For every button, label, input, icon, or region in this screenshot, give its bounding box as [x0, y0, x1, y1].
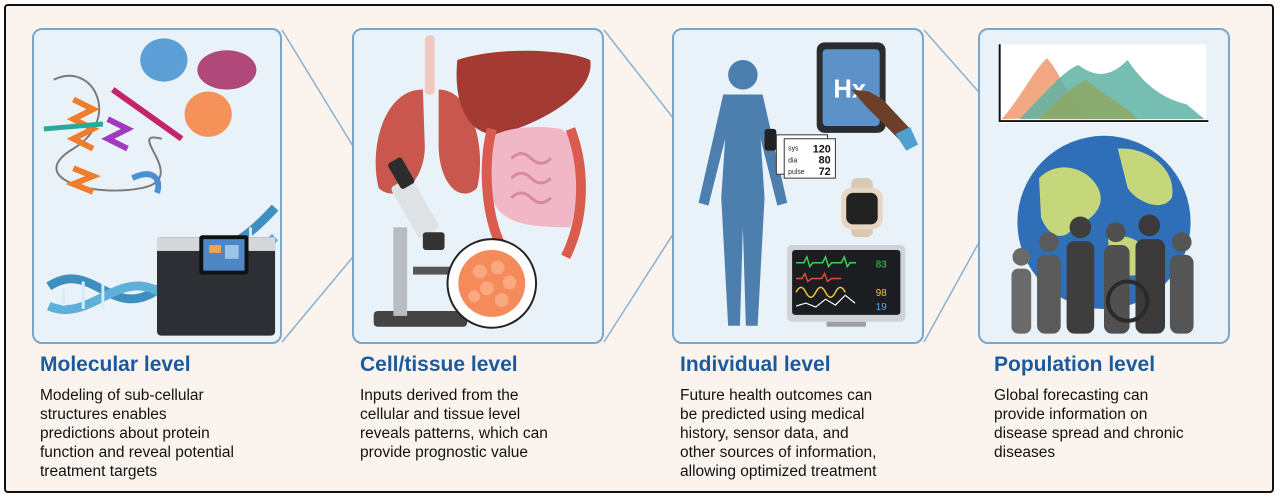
people-group-icon — [1011, 214, 1194, 334]
individual-desc-line: be predicted using medical — [680, 406, 865, 423]
molecular-desc-line: function and reveal potential — [40, 444, 234, 461]
protein-icon — [43, 74, 184, 195]
cell-tissue-desc-line: cellular and tissue level — [360, 406, 521, 423]
cell-tissue-desc-line: reveals patterns, which can — [360, 425, 548, 442]
population-level-heading: Population level — [994, 353, 1156, 376]
individual-desc-line: Future health outcomes can — [680, 387, 873, 404]
bp-cuff-icon: sys 120 dia 80 pulse 72 — [764, 128, 836, 179]
individual-panel: sys 120 dia 80 pulse 72 Hx 83 — [672, 28, 924, 344]
individual-desc-line: other sources of information, — [680, 444, 877, 461]
molecular-level-description: Modeling of sub-cellular structures enab… — [40, 386, 234, 481]
patient-monitor-icon: 83 98 19 — [787, 245, 906, 327]
population-desc-line: diseases — [994, 444, 1056, 461]
microscope-icon — [373, 157, 468, 327]
human-silhouette-icon — [698, 60, 788, 326]
individual-illustration: sys 120 dia 80 pulse 72 Hx 83 — [698, 42, 919, 327]
molecular-panel — [32, 28, 282, 344]
population-panel — [978, 28, 1230, 344]
cell-tissue-level-description: Inputs derived from the cellular and tis… — [360, 386, 548, 462]
liver-icon — [456, 50, 591, 135]
population-illustration — [998, 44, 1209, 334]
cell-tissue-panel — [352, 28, 604, 344]
cell-tissue-desc-line: Inputs derived from the — [360, 387, 519, 404]
forecast-chart-icon — [998, 44, 1209, 124]
individual-desc-line: allowing optimized treatment — [680, 463, 877, 480]
tablet-icon: Hx — [816, 42, 919, 151]
smartwatch-icon — [841, 178, 883, 238]
bp-sys-label: sys — [788, 146, 799, 153]
bp-sys-value: 120 — [813, 144, 831, 156]
population-desc-line: disease spread and chronic — [994, 425, 1184, 442]
molecular-level-heading: Molecular level — [40, 353, 191, 376]
individual-level-heading: Individual level — [680, 353, 831, 376]
intestine-icon — [481, 126, 586, 260]
molecular-desc-line: structures enables — [40, 406, 167, 423]
bp-dia-label: dia — [788, 157, 797, 164]
population-desc-line: provide information on — [994, 406, 1148, 423]
monitor-value-1: 83 — [876, 260, 887, 271]
cell-tissue-desc-line: provide prognostic value — [360, 444, 529, 461]
population-desc-line: Global forecasting can — [994, 387, 1149, 404]
sequencer-machine-icon — [157, 235, 276, 336]
monitor-value-2: 98 — [876, 288, 887, 299]
individual-desc-line: history, sensor data, and — [680, 425, 849, 442]
molecular-desc-line: predictions about protein — [40, 425, 210, 442]
molecular-illustration — [43, 38, 279, 336]
bp-pulse-label: pulse — [788, 169, 805, 176]
bp-pulse-value: 72 — [819, 166, 831, 178]
molecular-desc-line: Modeling of sub-cellular — [40, 387, 204, 404]
bp-dia-value: 80 — [819, 154, 831, 166]
molecular-desc-line: treatment targets — [40, 463, 158, 480]
population-level-description: Global forecasting can provide informati… — [994, 386, 1184, 462]
cell-tissue-level-heading: Cell/tissue level — [360, 353, 518, 376]
monitor-value-3: 19 — [876, 302, 887, 313]
cell-cluster-icon — [446, 238, 538, 329]
individual-level-description: Future health outcomes can be predicted … — [680, 386, 876, 481]
cell-tissue-illustration — [373, 35, 591, 329]
